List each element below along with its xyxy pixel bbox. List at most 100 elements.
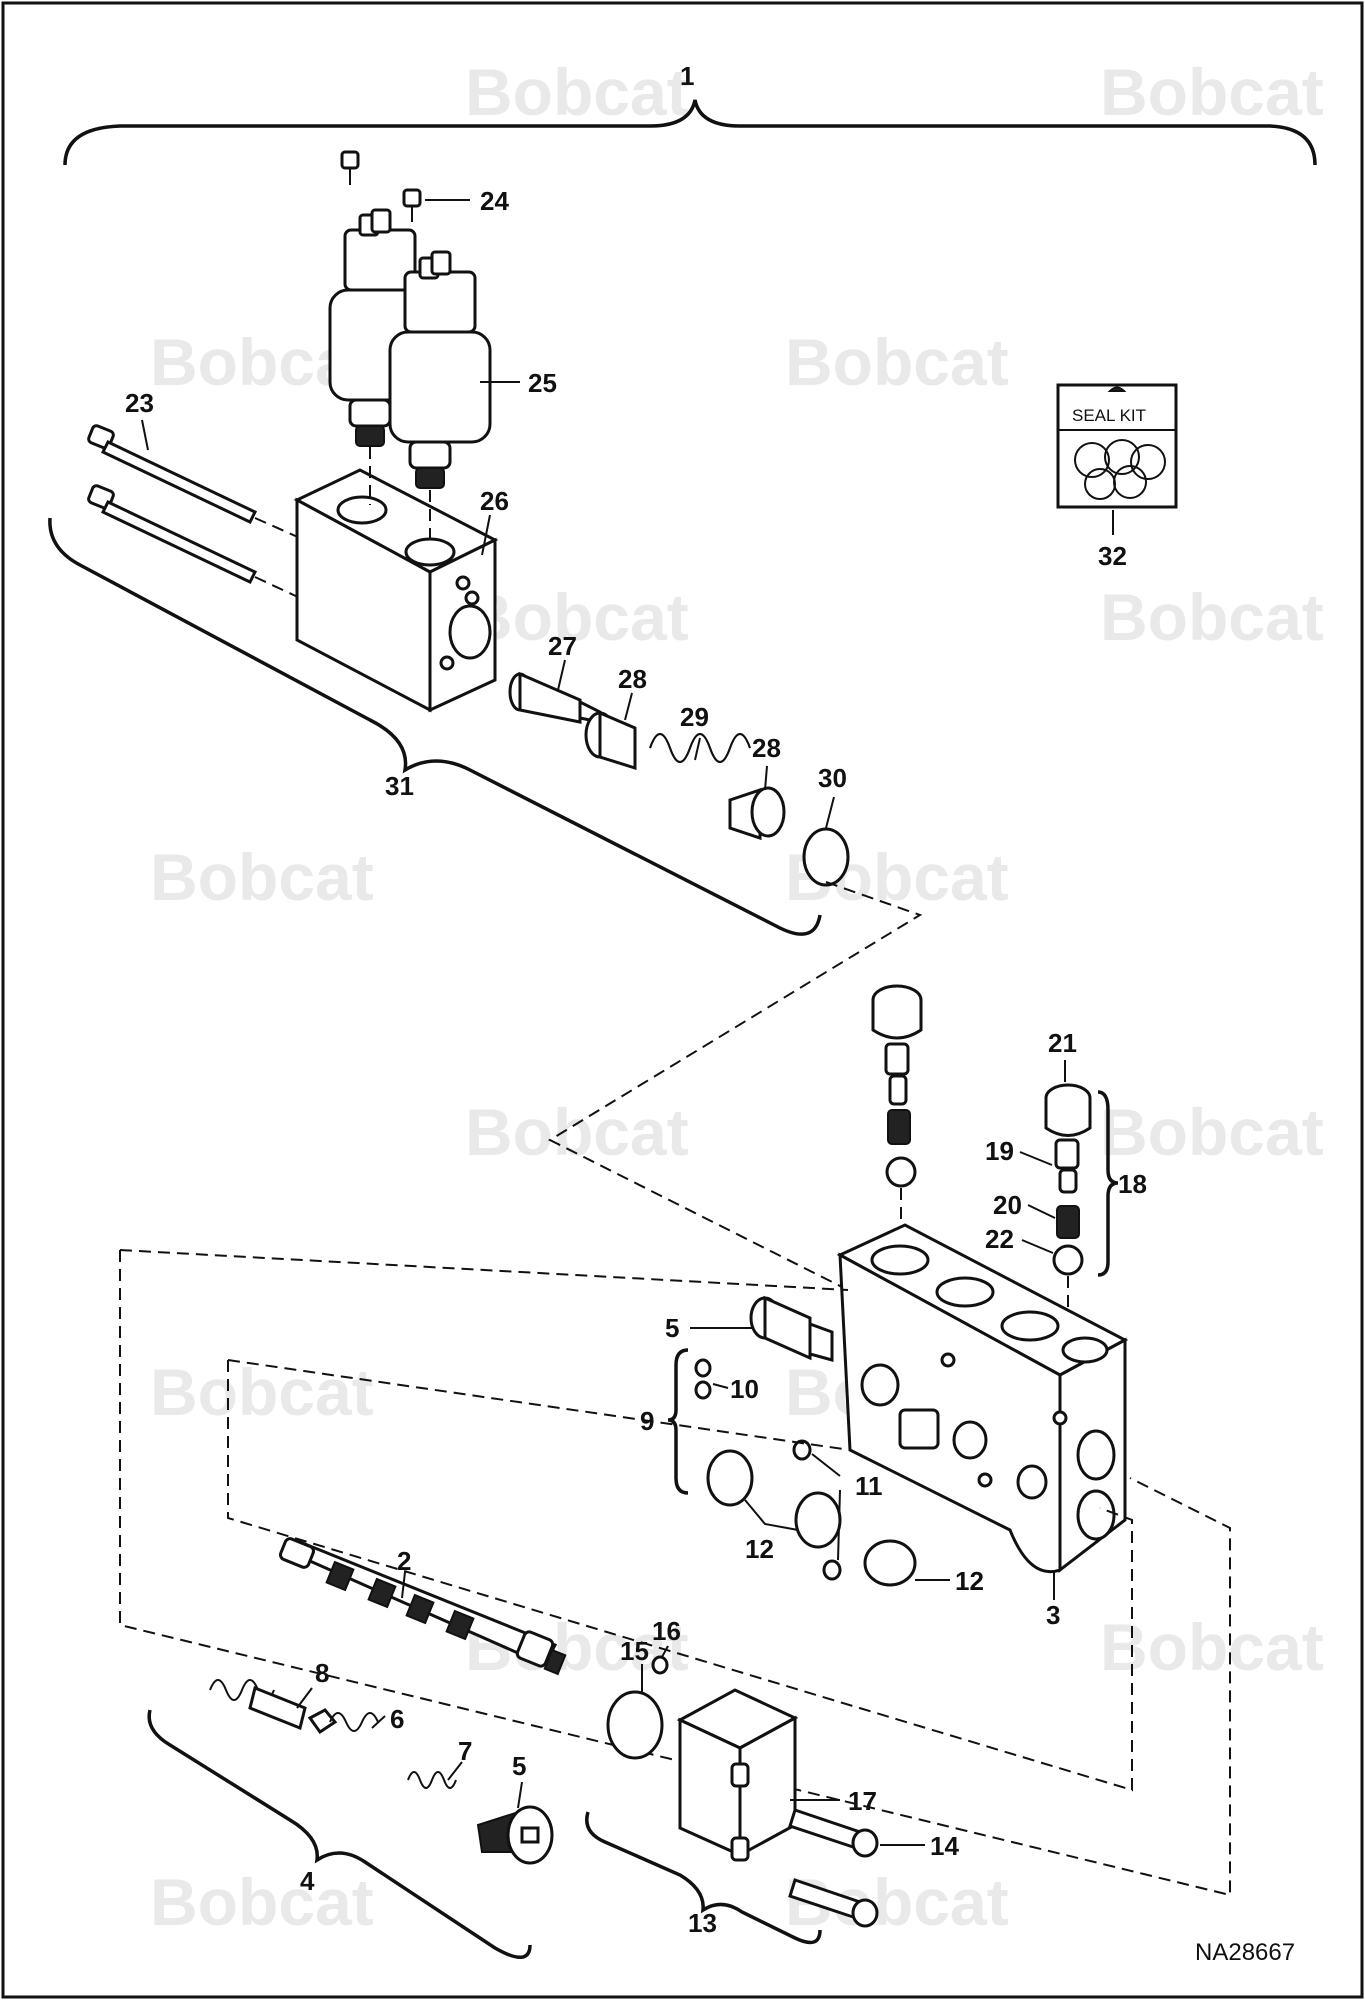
- relief-valve-stack-right: [1044, 1083, 1092, 1320]
- seal-kit-label: SEAL KIT: [1072, 406, 1146, 425]
- seal-kit-box: SEAL KIT: [1056, 383, 1178, 509]
- assembly-brace-4: [147, 1709, 532, 1959]
- leader-5-lower: [517, 1781, 523, 1809]
- screw-24-right: [402, 188, 422, 222]
- o-ring-10-a: [694, 1358, 712, 1378]
- assembly-brace-top: [63, 99, 1317, 166]
- callout-27: 27: [548, 631, 577, 661]
- callout-21: 21: [1048, 1028, 1077, 1058]
- callout-32: 32: [1098, 541, 1127, 571]
- dashed-envelope-outer: [119, 1250, 1231, 1897]
- spool-27: [508, 671, 602, 724]
- callout-5-lower: 5: [512, 1751, 526, 1781]
- callout-25: 25: [528, 368, 557, 398]
- assembly-brace-18: [1097, 1090, 1119, 1277]
- spring-seat-28-right: [728, 786, 786, 841]
- leader-16: [661, 1645, 669, 1658]
- callout-26: 26: [480, 486, 509, 516]
- assembly-brace-31: [48, 517, 822, 936]
- callout-13: 13: [688, 1908, 717, 1938]
- relief-valve-stack-left: [871, 984, 923, 1240]
- dashed-envelope-inner: [227, 1360, 1133, 1792]
- watermark: Bobcat: [150, 1865, 374, 1939]
- leader-26: [481, 514, 491, 556]
- callout-15: 15: [620, 1636, 649, 1666]
- callout-30: 30: [818, 763, 847, 793]
- valve-body-26: [293, 468, 499, 713]
- o-ring-15: [606, 1690, 664, 1760]
- callout-8: 8: [315, 1658, 329, 1688]
- o-ring-16: [651, 1655, 669, 1675]
- callout-29: 29: [680, 702, 709, 732]
- callout-7: 7: [458, 1736, 472, 1766]
- callout-2: 2: [397, 1546, 411, 1576]
- watermark: Bobcat: [785, 325, 1009, 399]
- callout-11: 11: [855, 1471, 883, 1501]
- solenoid-coil-right: [388, 250, 492, 489]
- watermark: Bobcat: [1100, 55, 1324, 129]
- screw-24-left: [340, 150, 360, 185]
- dashed-envelope-outer-top: [119, 1249, 849, 1291]
- main-spool-2: [278, 1537, 567, 1676]
- assembly-brace-9: [667, 1348, 689, 1495]
- o-ring-12-right: [863, 1539, 917, 1587]
- watermark: Bobcat: [465, 1095, 689, 1169]
- o-ring-12-left: [706, 1449, 754, 1507]
- bolt-23-upper: [87, 424, 258, 524]
- spring-guide-6: [307, 1708, 379, 1735]
- assembly-brace-13: [585, 1811, 822, 1945]
- callout-31: 31: [385, 771, 414, 801]
- leader-29: [694, 737, 701, 761]
- dashed-assembly-path: [547, 881, 923, 1291]
- watermark-group: Bobcat Bobcat Bobcat Bobcat Bobcat Bobca…: [150, 55, 1324, 1939]
- dashed-solenoid-path: [369, 447, 431, 545]
- callout-24: 24: [480, 186, 509, 216]
- callout-3: 3: [1046, 1600, 1060, 1630]
- watermark: Bobcat: [1100, 1095, 1324, 1169]
- o-ring-11-upper: [792, 1439, 812, 1461]
- leader-12-left: [744, 1499, 799, 1531]
- bolt-14-upper: [788, 1808, 879, 1858]
- watermark: Bobcat: [465, 580, 689, 654]
- watermark: Bobcat: [150, 840, 374, 914]
- callout-17: 17: [848, 1786, 877, 1816]
- o-ring-11-lower: [822, 1559, 842, 1581]
- leader-8: [296, 1687, 313, 1709]
- callout-28-right: 28: [752, 733, 781, 763]
- callout-4: 4: [300, 1866, 315, 1896]
- o-ring-30: [802, 827, 850, 887]
- callout-12-right: 12: [955, 1566, 984, 1596]
- dashed-bolt-path: [254, 517, 301, 599]
- callout-10: 10: [730, 1374, 759, 1404]
- watermark: Bobcat: [150, 1355, 374, 1429]
- spring-seat-28-left: [584, 710, 637, 771]
- leader-19: [1019, 1151, 1053, 1166]
- callout-1: 1: [680, 61, 694, 91]
- callout-22: 22: [985, 1224, 1014, 1254]
- callout-19: 19: [985, 1136, 1014, 1166]
- watermark: Bobcat: [465, 55, 689, 129]
- watermark: Bobcat: [1100, 1610, 1324, 1684]
- callout-14: 14: [930, 1831, 959, 1861]
- callout-6: 6: [390, 1704, 404, 1734]
- watermark: Bobcat: [1100, 580, 1324, 654]
- callout-28-left: 28: [618, 664, 647, 694]
- section-body-3: [836, 1223, 1129, 1574]
- leader-28-right: [764, 765, 768, 791]
- leader-2: [401, 1571, 406, 1599]
- leader-30: [825, 796, 835, 829]
- leader-10: [712, 1383, 729, 1389]
- callout-16: 16: [652, 1616, 681, 1646]
- o-ring-10-b: [694, 1380, 712, 1400]
- dashed-envelope-inner-top: [227, 1359, 851, 1451]
- leader-27: [557, 659, 566, 691]
- o-ring-12-center: [794, 1491, 842, 1549]
- end-cap-17: [676, 1688, 799, 1862]
- leader-20: [1027, 1204, 1056, 1219]
- plug-5-lower: [476, 1805, 554, 1865]
- leader-22: [1021, 1239, 1054, 1254]
- leader-6: [371, 1715, 386, 1729]
- leader-7: [447, 1761, 463, 1781]
